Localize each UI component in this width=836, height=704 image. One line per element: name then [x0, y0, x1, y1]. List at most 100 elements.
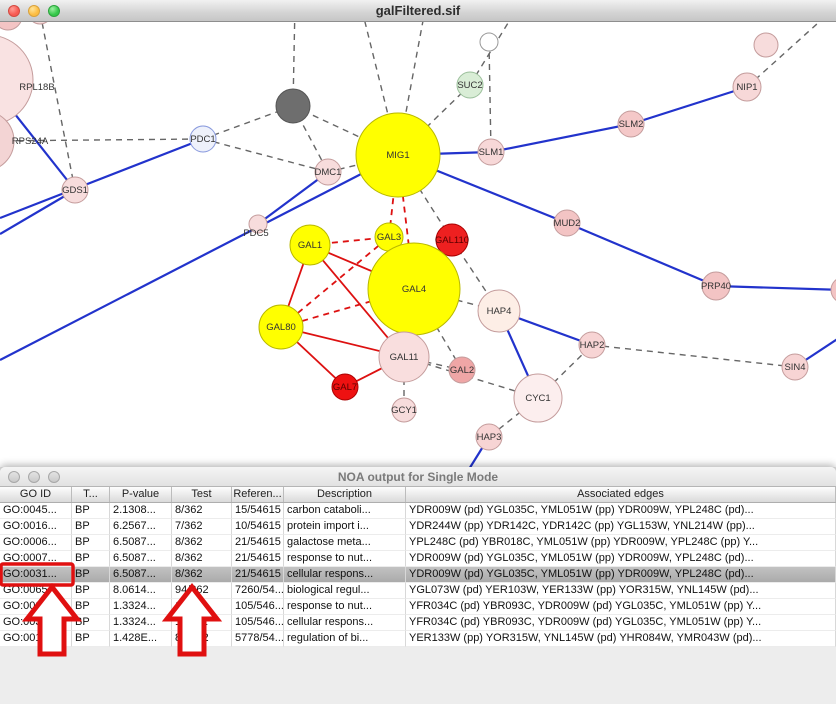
table-cell: 15/54615: [232, 503, 284, 519]
network-node-HAP2[interactable]: HAP2: [578, 331, 606, 359]
network-node-GAL1[interactable]: GAL1: [289, 224, 331, 266]
network-node-topr[interactable]: [753, 32, 779, 58]
zoom-button[interactable]: [48, 4, 60, 17]
network-node-top2[interactable]: [28, 22, 52, 25]
network-edge: [397, 84, 471, 156]
network-edge: [257, 171, 329, 225]
table-cell: YDR009W (pd) YGL035C, YML051W (pp) YDR00…: [406, 567, 836, 583]
network-node-DMC1[interactable]: DMC1: [314, 158, 342, 186]
node-label: PDC1: [190, 134, 215, 145]
node-label: CYC1: [525, 393, 550, 404]
window-title: galFiltered.sif: [375, 3, 461, 18]
column-header[interactable]: Associated edges: [406, 487, 836, 502]
table-cell: GO:0031...: [0, 615, 72, 631]
table-cell: 105/546...: [232, 615, 284, 631]
table-cell: YFR034C (pd) YBR093C, YDR009W (pd) YGL03…: [406, 599, 836, 615]
network-node-HAP3[interactable]: HAP3: [475, 423, 503, 451]
window-controls: [8, 4, 60, 17]
network-node-GAL11[interactable]: GAL11: [378, 331, 430, 383]
table-cell: YFR034C (pd) YBR093C, YDR009W (pd) YGL03…: [406, 615, 836, 631]
network-node-GAL80[interactable]: GAL80: [258, 304, 304, 350]
table-cell: BP: [72, 519, 110, 535]
network-node-PDC5[interactable]: PDC5: [243, 214, 269, 239]
network-node-MUD2[interactable]: MUD2: [553, 209, 581, 237]
network-edge: [0, 137, 204, 220]
network-node-GAL2[interactable]: GAL2: [448, 356, 476, 384]
network-edge: [746, 22, 821, 88]
network-node-rightp[interactable]: [830, 277, 836, 303]
table-cell: 1.3324...: [110, 615, 172, 631]
network-node-HAP4[interactable]: HAP4: [477, 289, 521, 333]
network-node-GDS1[interactable]: GDS1: [61, 176, 89, 204]
table-cell: BP: [72, 551, 110, 567]
table-cell: 80/362: [172, 631, 232, 647]
node-label: GAL3: [377, 232, 401, 243]
table-cell: YDR009W (pd) YGL035C, YML051W (pp) YDR00…: [406, 503, 836, 519]
network-node-NIP1[interactable]: NIP1: [732, 72, 762, 102]
network-node-PDC1[interactable]: PDC1: [189, 125, 217, 153]
table-cell: cellular respons...: [284, 615, 406, 631]
column-header[interactable]: P-value: [110, 487, 172, 502]
table-cell: 8/362: [172, 567, 232, 583]
node-label: SIN4: [784, 362, 805, 373]
column-header[interactable]: T...: [72, 487, 110, 502]
close-button[interactable]: [8, 470, 20, 483]
table-cell: 1.3324...: [110, 599, 172, 615]
table-cell: cellular respons...: [284, 567, 406, 583]
network-node-GAL7[interactable]: GAL7: [331, 373, 359, 401]
network-node-SUC2[interactable]: SUC2: [456, 71, 484, 99]
column-header[interactable]: Test: [172, 487, 232, 502]
network-edge: [41, 22, 76, 191]
network-node-SIN4[interactable]: SIN4: [781, 353, 809, 381]
network-node-RPS24A[interactable]: RPS24A: [0, 111, 49, 171]
close-button[interactable]: [8, 4, 20, 17]
network-node-GCY1[interactable]: GCY1: [391, 397, 417, 423]
network-edge: [0, 189, 76, 235]
network-node-PRP40[interactable]: PRP40: [701, 271, 731, 301]
table-cell: regulation of bi...: [284, 631, 406, 647]
table-cell: GO:0016...: [0, 519, 72, 535]
network-edge: [0, 138, 204, 142]
column-header[interactable]: Referen...: [232, 487, 284, 502]
table-cell: YPL248C (pd) YBR018C, YML051W (pp) YDR00…: [406, 535, 836, 551]
column-header[interactable]: GO ID: [0, 487, 72, 502]
node-label: GAL4: [402, 284, 426, 295]
minimize-button[interactable]: [28, 4, 40, 17]
network-node-SLM2[interactable]: SLM2: [617, 110, 645, 138]
node-label: RPS24A: [12, 136, 49, 147]
node-label: PRP40: [701, 281, 731, 292]
node-label: HAP4: [487, 306, 512, 317]
network-titlebar: galFiltered.sif: [0, 0, 836, 22]
network-node-GAL4[interactable]: GAL4: [367, 242, 461, 336]
column-header[interactable]: Description: [284, 487, 406, 502]
network-node-MIG1[interactable]: MIG1: [355, 112, 441, 198]
network-node-white1[interactable]: [479, 32, 499, 52]
network-node-GAL110[interactable]: GAL110: [435, 223, 469, 257]
node-label: MIG1: [386, 150, 409, 161]
table-cell: 11/362: [172, 615, 232, 631]
network-node-SLM1[interactable]: SLM1: [477, 138, 505, 166]
network-node-CYC1[interactable]: CYC1: [513, 373, 563, 423]
zoom-button[interactable]: [48, 470, 60, 483]
window-controls: [8, 470, 60, 483]
minimize-button[interactable]: [28, 470, 40, 483]
network-node-RPL18B[interactable]: RPL18B: [0, 35, 55, 125]
table-cell: YDR009W (pd) YGL035C, YML051W (pp) YDR00…: [406, 551, 836, 567]
network-node-gray1[interactable]: [275, 88, 311, 124]
table-cell: YGL073W (pd) YER103W, YER133W (pp) YOR31…: [406, 583, 836, 599]
network-node-top1[interactable]: [0, 22, 22, 31]
table-cell: YER133W (pp) YOR315W, YNL145W (pd) YHR08…: [406, 631, 836, 647]
node-label: PDC5: [243, 228, 268, 239]
